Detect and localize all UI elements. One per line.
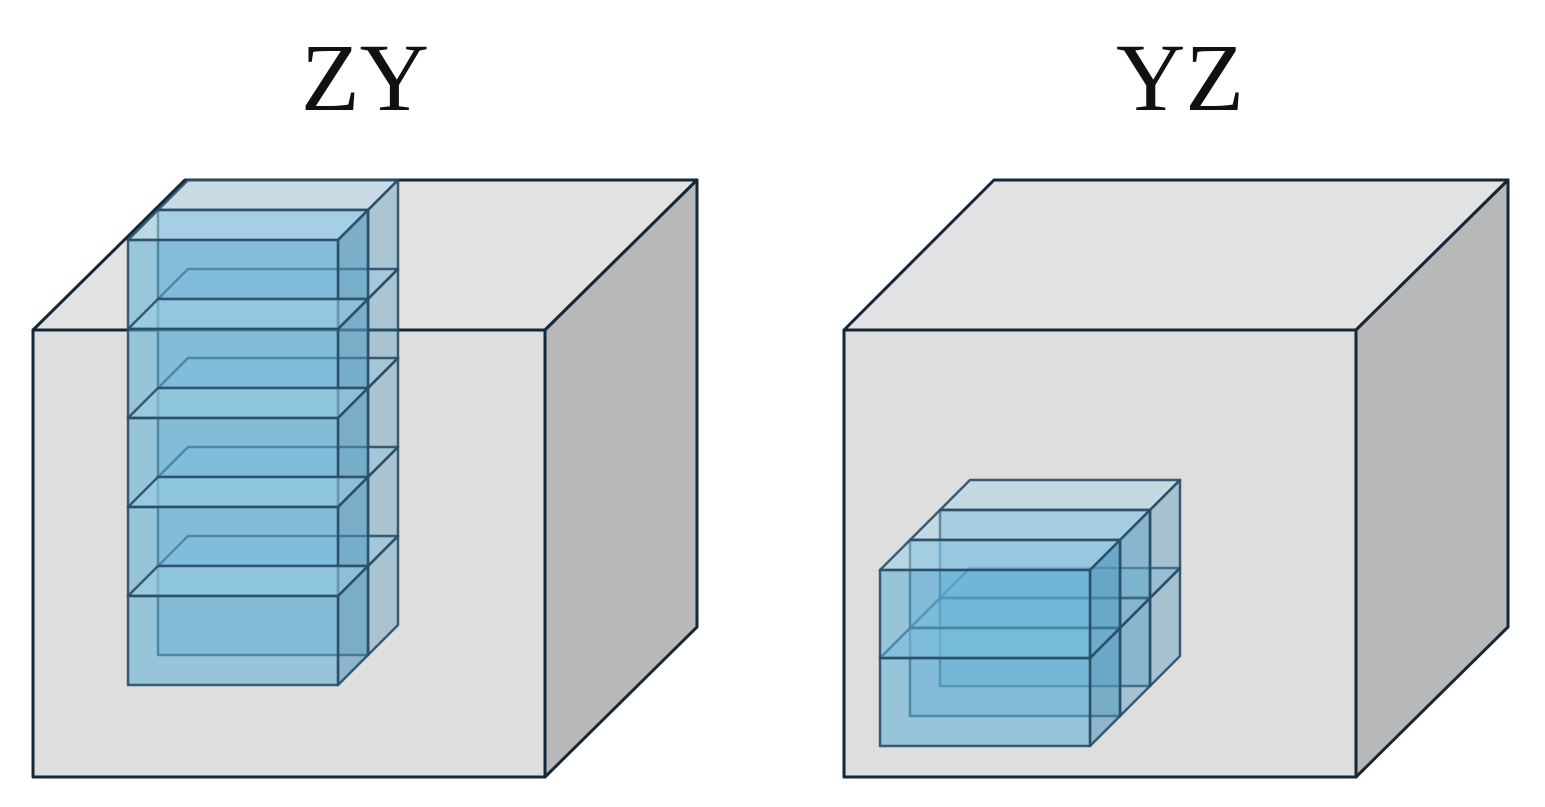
block-grid-yz bbox=[878, 478, 1182, 748]
zy-front-block-1-top bbox=[126, 208, 370, 242]
panel-zy: ZY bbox=[31, 24, 699, 779]
yz-block-c1-r1 bbox=[878, 538, 1122, 660]
panel-zy-title: ZY bbox=[301, 24, 429, 131]
zy-back-block-1-top bbox=[156, 178, 400, 212]
zy-front-block-5 bbox=[126, 564, 370, 687]
zy-front-block-4-top bbox=[126, 475, 370, 509]
zy-front-block-5-top bbox=[126, 564, 370, 598]
zy-front-block-2-top bbox=[126, 297, 370, 331]
yz-block-c2-r1-top bbox=[908, 508, 1152, 542]
zy-front-block-5-front bbox=[126, 594, 340, 687]
yz-block-c1-r2-front bbox=[878, 656, 1092, 748]
zy-front-block-3-top bbox=[126, 386, 370, 420]
block-stack-zy bbox=[126, 178, 400, 687]
yz-block-c1-r1-front bbox=[878, 568, 1092, 660]
panel-yz-title: YZ bbox=[1116, 24, 1244, 131]
panel-yz: YZ bbox=[842, 24, 1510, 779]
yz-block-c3-r1-top bbox=[938, 478, 1182, 512]
yz-block-c1-r1-top bbox=[878, 538, 1122, 572]
